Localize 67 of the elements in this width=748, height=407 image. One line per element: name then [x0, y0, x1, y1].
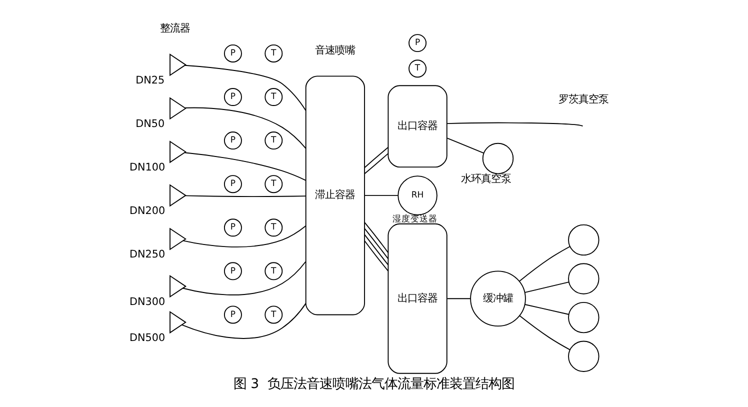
- connector: [446, 122, 584, 127]
- connector: [524, 304, 570, 315]
- node-circle: T: [264, 306, 283, 324]
- node-box: 滞止容器: [305, 76, 365, 316]
- node-box: 出口容器: [388, 85, 448, 168]
- node-label: DN25: [136, 74, 165, 87]
- connector: [524, 282, 570, 293]
- node-circle: 缓冲罐: [470, 270, 526, 327]
- node-circle: RH: [398, 176, 438, 216]
- node-circle: P: [408, 34, 427, 52]
- node-circle: P: [224, 306, 242, 324]
- connector: [184, 64, 306, 112]
- node-label: 水环真空泵: [461, 173, 512, 186]
- label: 整流器: [160, 22, 190, 35]
- connector: [364, 146, 389, 168]
- node-box: 出口容器: [388, 223, 448, 374]
- connector: [184, 107, 306, 149]
- caption: 图 3 负压法音速喷嘴法气体流量标准装置结构图: [233, 376, 515, 392]
- connector: [364, 153, 389, 174]
- node-triangle: [170, 140, 186, 164]
- connector: [519, 315, 570, 350]
- node-circle: [568, 224, 600, 256]
- connector: [446, 298, 471, 300]
- connector: [446, 138, 484, 154]
- node-circle: P: [224, 44, 242, 62]
- connector: [518, 246, 570, 282]
- node-triangle: [170, 311, 186, 334]
- node-label: DN200: [129, 205, 166, 218]
- node-circle: T: [264, 44, 283, 62]
- node-circle: P: [224, 88, 242, 106]
- node-label: 湿度变送器: [392, 214, 438, 225]
- node-circle: P: [224, 218, 242, 237]
- node-circle: T: [264, 218, 283, 237]
- node-circle: T: [264, 132, 283, 150]
- connector: [184, 195, 306, 198]
- node-label: DN250: [129, 248, 166, 261]
- connector: [182, 302, 306, 339]
- node-label: DN50: [136, 118, 165, 130]
- node-circle: P: [224, 175, 242, 194]
- node-circle: T: [264, 262, 283, 280]
- node-circle: P: [224, 132, 242, 150]
- connector: [182, 225, 306, 248]
- connector: [182, 261, 306, 296]
- node-triangle: [170, 228, 186, 250]
- node-circle: [568, 340, 600, 372]
- node-label: DN100: [129, 162, 166, 174]
- connector: [184, 152, 306, 181]
- label: 罗茨真空泵: [558, 94, 609, 106]
- label: 音速喷嘴: [315, 44, 356, 56]
- node-circle: T: [408, 60, 427, 78]
- node-circle: T: [264, 175, 283, 194]
- node-circle: P: [224, 262, 242, 280]
- connector: [364, 194, 398, 196]
- node-label: DN300: [129, 296, 166, 308]
- node-triangle: [170, 184, 186, 207]
- connector: [364, 228, 389, 260]
- node-circle: [568, 302, 600, 334]
- node-triangle: [170, 54, 186, 76]
- node-circle: T: [264, 88, 283, 106]
- node-triangle: [170, 275, 186, 298]
- node-label: DN500: [129, 332, 166, 344]
- node-circle: [568, 263, 600, 294]
- connector: [364, 222, 389, 253]
- connector: [364, 240, 389, 272]
- node-circle: [482, 142, 514, 174]
- connector: [364, 234, 389, 266]
- node-triangle: [170, 97, 186, 120]
